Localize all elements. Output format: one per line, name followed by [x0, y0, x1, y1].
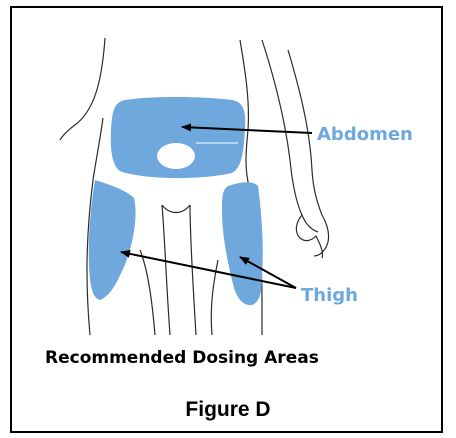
left-arm-outline	[60, 38, 105, 140]
right-inner-leg	[190, 205, 196, 335]
right-hand-outline	[296, 215, 322, 258]
crotch-curve	[162, 205, 190, 213]
figure-label: Figure D	[0, 398, 456, 422]
diagram-caption: Recommended Dosing Areas	[45, 348, 319, 368]
right-thigh-area	[222, 182, 263, 305]
left-thigh-arrow	[121, 252, 296, 288]
navel	[157, 143, 195, 169]
left-thigh-area	[89, 180, 136, 300]
thigh-label: Thigh	[301, 285, 358, 306]
left-inner-leg-2	[162, 205, 170, 335]
abdomen-label: Abdomen	[317, 124, 413, 145]
right-arm-outer	[262, 40, 318, 232]
left-inner-leg	[140, 250, 155, 335]
